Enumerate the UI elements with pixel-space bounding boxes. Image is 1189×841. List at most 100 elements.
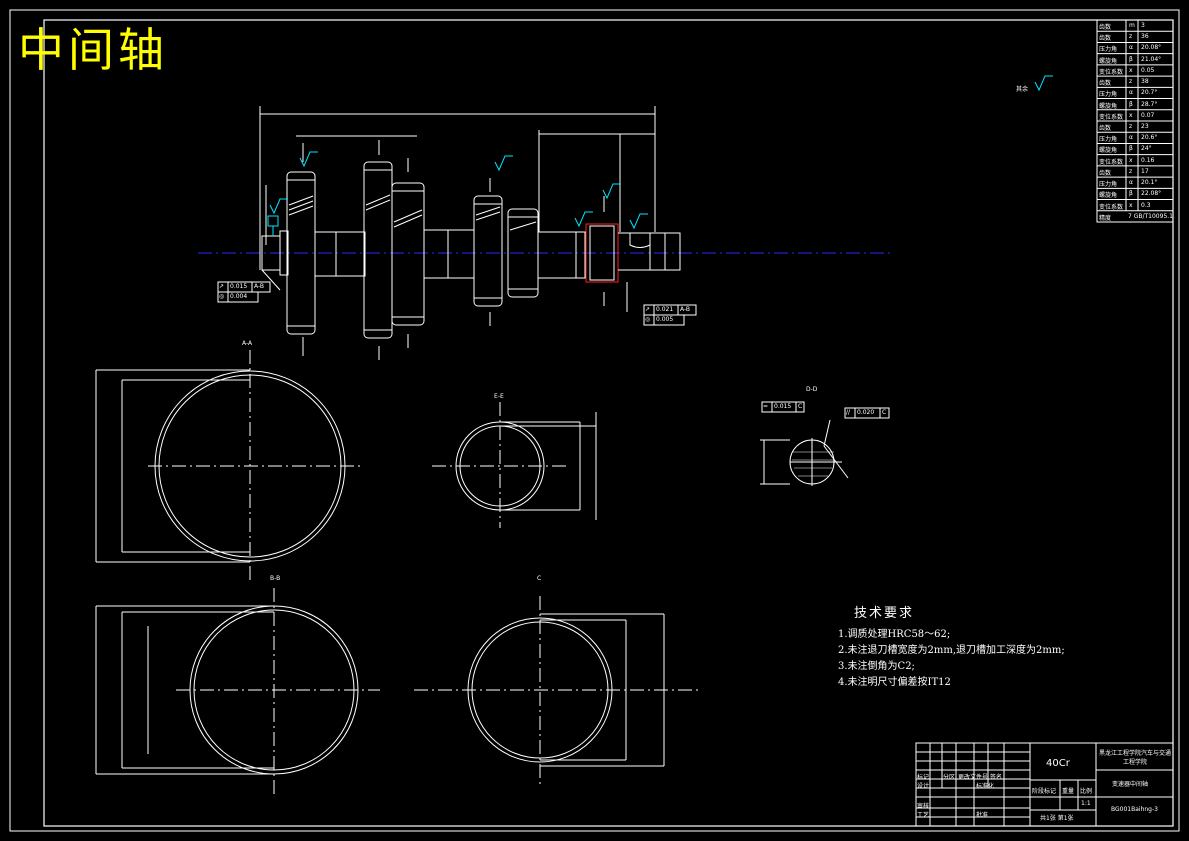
tech-item: 3.未注倒角为C2;	[838, 661, 915, 672]
gear-param-symbol: x	[1129, 156, 1133, 164]
gear-param-symbol: z	[1129, 123, 1133, 130]
tech-requirements: 技术要求 1.调质处理HRC58～62; 2.未注退刀槽宽度为2mm,退刀槽加工…	[838, 602, 1065, 691]
scale-value: 1:1	[1081, 800, 1091, 807]
gear-param-label: 压力角	[1099, 181, 1118, 189]
drawing-name: 变速器中间轴	[1112, 781, 1149, 788]
tb-sign: 签名	[990, 774, 1003, 781]
gear-param-label: 齿数	[1099, 125, 1112, 132]
gear-param-symbol: β	[1129, 55, 1133, 63]
gear-param-label: 螺旋角	[1099, 192, 1118, 200]
gear-param-value: 20.6°	[1141, 134, 1158, 142]
tech-heading: 技术要求	[854, 606, 915, 621]
drawing-number: BG001Baihng-3	[1111, 806, 1158, 813]
tolerance-frames	[217, 281, 890, 419]
gear-param-label: 精度	[1099, 214, 1112, 222]
tol-sym-1: ↗	[219, 283, 225, 290]
scale-label: 比例	[1080, 788, 1093, 795]
gear-param-symbol: x	[1129, 66, 1133, 74]
gear-param-label: 螺旋角	[1099, 57, 1118, 65]
inner-frame	[43, 19, 1174, 827]
tb-region: 分区	[943, 774, 956, 781]
roughness-note: 其余	[1016, 86, 1029, 93]
gear-param-label: 变位系数	[1099, 68, 1124, 76]
label-section-e-e: E-E	[494, 393, 504, 400]
gear-param-label: 齿数	[1099, 35, 1112, 43]
gear-param-value: 7 GB/T10095.1	[1128, 212, 1173, 220]
weight-label: 重量	[1062, 788, 1075, 795]
tol-val-3: 0.021	[656, 306, 674, 313]
gear-param-symbol: m	[1129, 22, 1135, 29]
gear-param-value: 20.7°	[1141, 89, 1158, 97]
section-e-e	[432, 402, 597, 528]
gear-param-label: 螺旋角	[1099, 147, 1118, 155]
tech-item: 1.调质处理HRC58～62;	[838, 629, 951, 640]
label-section-a-a: A-A	[242, 340, 253, 347]
gear-param-symbol: β	[1129, 100, 1133, 108]
tol-sym-4: ◎	[645, 316, 651, 323]
sheet-info: 共1张 第1张	[1040, 815, 1074, 822]
gear-param-symbol: α	[1129, 44, 1133, 52]
tol-sym-6: //	[846, 409, 851, 416]
tol-val-5: 0.015	[774, 403, 792, 410]
gear-param-value: 22.08°	[1141, 190, 1162, 198]
gear-param-symbol: x	[1129, 201, 1133, 209]
gear-param-label: 压力角	[1099, 91, 1118, 99]
gear-param-value: 24°	[1141, 145, 1152, 153]
tol-ref-5: C	[798, 403, 803, 410]
gear-param-symbol: β	[1129, 145, 1133, 153]
gear-param-label: 变位系数	[1099, 158, 1124, 166]
gear-param-value: 17	[1141, 167, 1149, 175]
outer-frame	[9, 9, 1180, 832]
gear-param-symbol: α	[1129, 179, 1133, 187]
gear-param-label: 变位系数	[1099, 113, 1124, 121]
title-block	[915, 742, 1174, 827]
gear-param-value: 38	[1141, 78, 1149, 86]
gear-param-value: 0.3	[1141, 201, 1151, 209]
gear-param-symbol: z	[1129, 33, 1133, 41]
section-b-b	[95, 588, 380, 796]
gear-param-value: 28.7°	[1141, 100, 1158, 108]
school-name: 黑龙江工程学院汽车与交通工程学院	[1098, 750, 1171, 766]
tol-val-4: 0.005	[656, 316, 674, 323]
gear-param-value: 20.08°	[1141, 44, 1162, 52]
tb-std: 标准化	[976, 783, 995, 790]
tol-ref-1: A-B	[254, 283, 265, 290]
gear-param-symbol: z	[1129, 78, 1133, 86]
gear-param-symbol: x	[1129, 111, 1133, 119]
tol-val-2: 0.004	[230, 293, 248, 300]
section-a-a	[95, 350, 360, 580]
label-section-b-b: B-B	[270, 575, 281, 582]
gear-param-label: 螺旋角	[1099, 102, 1118, 110]
gear-param-value: 23	[1141, 123, 1149, 130]
gear-param-label: 压力角	[1099, 136, 1118, 144]
shaft-view	[198, 106, 892, 360]
tol-ref-6: C	[882, 409, 887, 416]
gear-param-value: 3	[1141, 22, 1145, 29]
gear-param-symbol: β	[1129, 190, 1133, 198]
gear-param-value: 20.1°	[1141, 179, 1158, 187]
gear-param-label: 齿数	[1099, 24, 1112, 31]
tb-design: 设计	[917, 783, 930, 790]
tb-check: 审核	[917, 803, 930, 810]
gear-param-label: 齿数	[1099, 80, 1112, 88]
tol-sym-3: ↗	[645, 306, 651, 313]
gear-param-symbol: α	[1129, 89, 1133, 97]
tb-mark: 标记	[917, 774, 930, 781]
gear-param-value: 0.07	[1141, 111, 1155, 119]
section-c	[414, 596, 700, 786]
gear-param-label: 压力角	[1099, 46, 1118, 54]
tb-change-doc: 更改文件号	[958, 774, 989, 781]
tol-ref-3: A-B	[680, 306, 691, 313]
gear-param-value: 0.05	[1141, 66, 1155, 74]
gear-param-label: 齿数	[1099, 169, 1112, 177]
stage-label: 阶段标记	[1032, 788, 1057, 795]
gear-param-label: 变位系数	[1099, 203, 1124, 211]
tech-item: 4.未注明尺寸偏差按IT12	[838, 677, 951, 688]
gear-param-symbol: z	[1129, 167, 1133, 175]
drawing-title: 中间轴	[18, 23, 168, 77]
gear-param-symbol: α	[1129, 134, 1133, 142]
tech-item: 2.未注退刀槽宽度为2mm,退刀槽加工深度为2mm;	[838, 645, 1065, 656]
section-d-d	[760, 419, 849, 486]
tol-val-6: 0.020	[857, 409, 875, 416]
